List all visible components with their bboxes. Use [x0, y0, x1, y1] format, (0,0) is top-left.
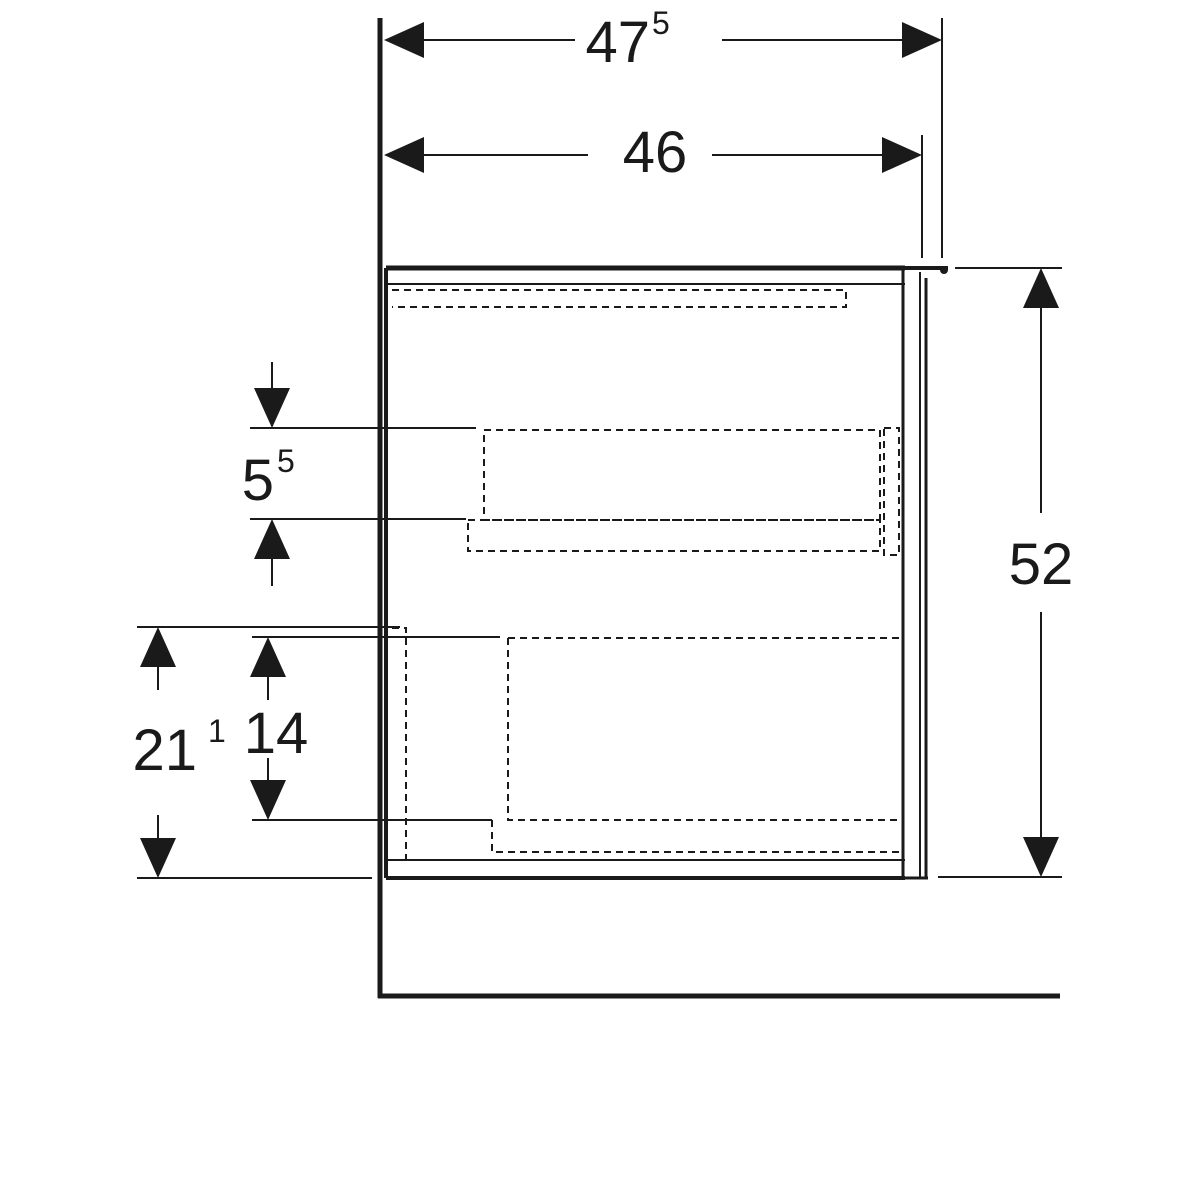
- arrow-down-icon: [250, 780, 286, 820]
- lower-height-superscript: 1: [208, 713, 226, 749]
- arrow-up-icon: [140, 627, 176, 667]
- cabinet-body: [384, 265, 905, 880]
- arrow-up-icon: [1023, 268, 1059, 308]
- front-panel: [905, 266, 948, 880]
- dimension-overall-width: 47 5: [384, 5, 943, 258]
- arrow-right-icon: [902, 22, 942, 58]
- lower-height-value: 21: [132, 718, 197, 783]
- arrow-left-icon: [384, 22, 424, 58]
- dimension-drawer-height: 14: [244, 636, 500, 821]
- drawer-gap-value: 5: [242, 448, 274, 513]
- wall: [377, 18, 1060, 999]
- inner-width-value: 46: [623, 120, 688, 185]
- arrow-down-icon: [140, 838, 176, 878]
- arrow-down-icon: [254, 388, 290, 428]
- dimension-lower-height: 21 1: [132, 626, 400, 879]
- arrow-up-icon: [250, 637, 286, 677]
- drawer-height-value: 14: [244, 701, 309, 766]
- arrow-down-icon: [1023, 837, 1059, 877]
- arrow-up-icon: [254, 519, 290, 559]
- arrow-right-icon: [882, 137, 922, 173]
- hidden-internal-lines: [392, 289, 900, 860]
- overall-width-superscript: 5: [652, 5, 670, 41]
- overall-width-value: 47: [585, 10, 650, 75]
- arrow-left-icon: [384, 137, 424, 173]
- dimension-inner-width: 46: [384, 120, 923, 258]
- dimension-height: 52: [938, 267, 1074, 878]
- drawer-gap-superscript: 5: [277, 443, 295, 479]
- dimension-drawer-gap: 5 5: [242, 362, 476, 586]
- height-value: 52: [1009, 532, 1074, 597]
